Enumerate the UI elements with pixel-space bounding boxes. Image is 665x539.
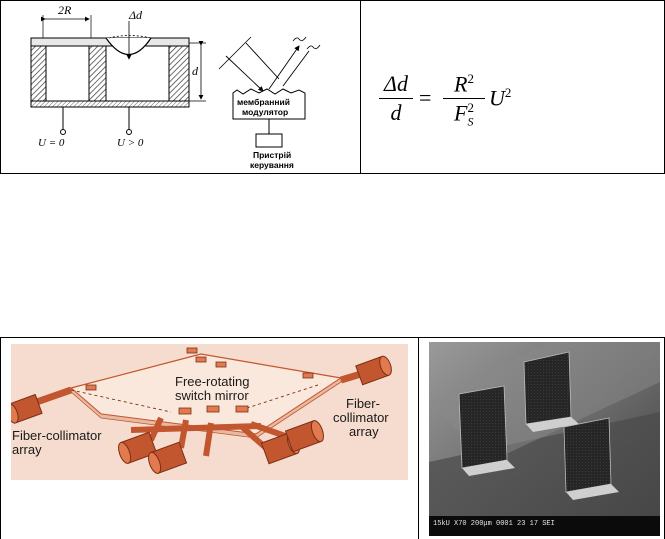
left-collimator-label-line2: array	[12, 442, 42, 457]
control-device-line1: Пристрій	[253, 150, 292, 160]
switch-mirror-label-line2: switch mirror	[175, 388, 249, 403]
label-2r: 2R	[58, 3, 72, 17]
bottom-right-cell: 15kU X70 200μm 0001 23 17 SEI	[418, 337, 665, 539]
label-u-positive: U > 0	[117, 137, 144, 149]
label-delta-d: Δd	[129, 8, 143, 22]
formula-equals: =	[419, 85, 432, 110]
top-left-cell: 2R Δd d U = 0 U > 0 мембранний модулятор…	[0, 0, 361, 174]
optical-setup	[218, 36, 321, 148]
formula-lhs-denominator: d	[390, 100, 402, 125]
formula-rhs-denominator: FS2	[454, 100, 474, 129]
left-collimator-label-line1: Fiber-collimator	[12, 428, 102, 443]
mems-optical-switch-illustration	[11, 344, 408, 480]
label-u-zero: U = 0	[38, 137, 65, 149]
formula-rhs-numerator: R2	[454, 71, 474, 97]
top-right-cell: Δd d = R2 FS2 U2	[360, 0, 665, 174]
bottom-left-cell: Free-rotating switch mirror Fiber- colli…	[0, 337, 419, 539]
formula-lhs-numerator: Δd	[384, 71, 408, 96]
control-device-line2: керування	[250, 160, 294, 170]
fiber-collimators	[11, 355, 392, 474]
membrane-modulator-diagram	[30, 15, 321, 148]
switch-mirror-label-line1: Free-rotating	[175, 374, 250, 389]
membrane-cross-section	[30, 15, 206, 135]
modulator-label-line2: модулятор	[242, 107, 289, 117]
right-collimator-label-line1: Fiber-	[346, 396, 380, 411]
sem-scale-bar-text: 15kU X70 200μm 0001 23 17 SEI	[433, 520, 555, 528]
sem-micromirror-photo	[429, 342, 660, 536]
formula-lhs-bar	[379, 98, 413, 99]
right-collimator-label-line3: array	[349, 424, 379, 439]
modulator-label-line1: мембранний	[237, 97, 290, 107]
label-d: d	[192, 64, 198, 78]
right-collimator-label-line2: collimator	[333, 410, 389, 425]
formula-rhs-bar	[443, 98, 485, 99]
micromirrors	[458, 351, 619, 500]
formula-u-squared: U2	[489, 85, 512, 111]
